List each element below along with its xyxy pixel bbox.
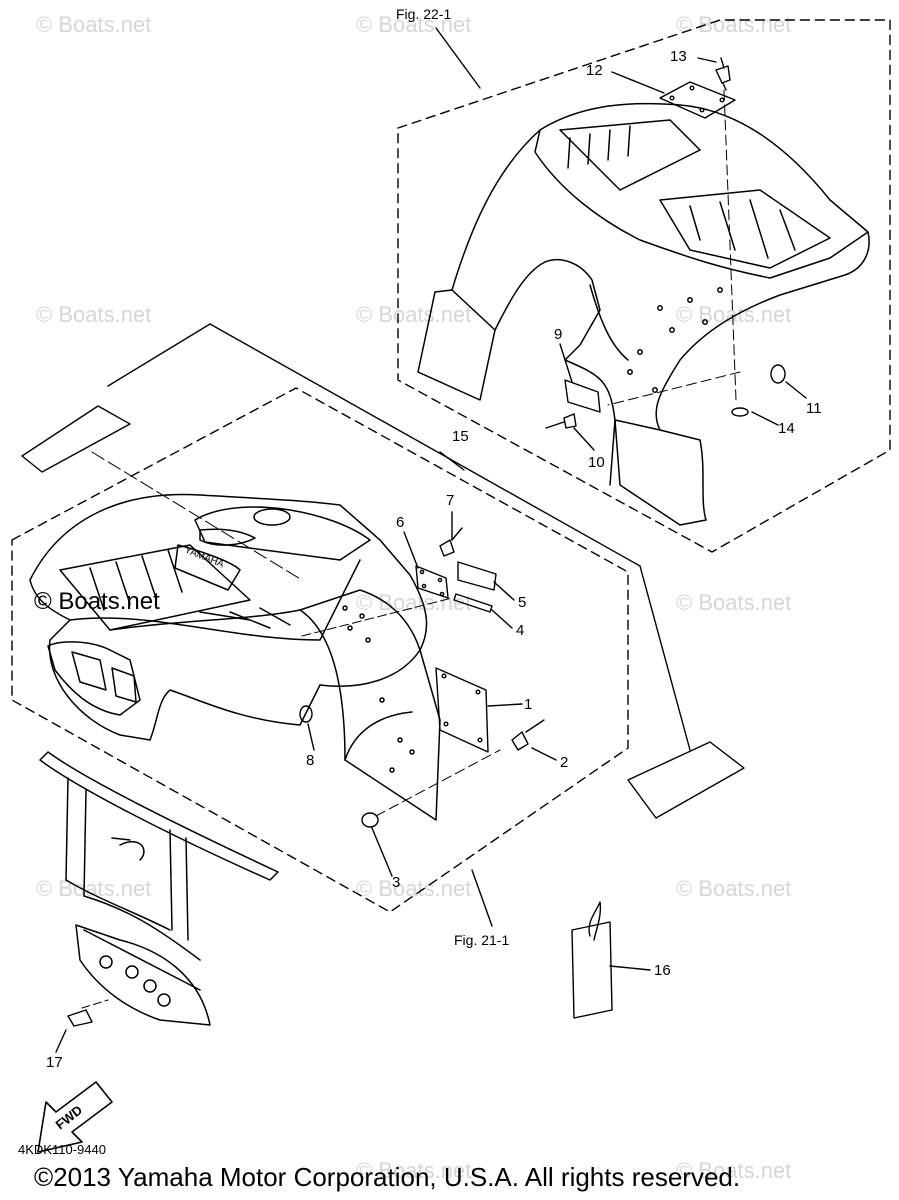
decal-5 xyxy=(457,561,497,591)
rear-plate-12 xyxy=(659,81,736,119)
decal-4x4 xyxy=(627,741,745,819)
callout-5[interactable]: 5 xyxy=(518,594,527,611)
watermark: © Boats.net xyxy=(36,12,152,37)
watermark: © Boats.net xyxy=(36,302,152,327)
callout-13[interactable]: 13 xyxy=(670,48,687,65)
callout-9[interactable]: 9 xyxy=(554,326,563,343)
fig-22-1-ref[interactable]: Fig. 22-1 xyxy=(396,6,452,22)
screw-10 xyxy=(545,413,577,429)
washer-8 xyxy=(299,705,313,723)
watermark: © Boats.net xyxy=(356,1158,472,1183)
fwd-arrow xyxy=(37,1081,113,1153)
rear-fender-boundary xyxy=(397,19,891,553)
watermark: © Boats.net xyxy=(356,590,472,615)
callout-2[interactable]: 2 xyxy=(560,754,569,771)
callout-12[interactable]: 12 xyxy=(586,62,603,79)
plate-1 xyxy=(435,667,489,753)
diagram-code: 4KDK110-9440 xyxy=(18,1142,106,1157)
fwd-label: FWD xyxy=(53,1102,86,1132)
watermark: © Boats.net xyxy=(676,12,792,37)
washer-3 xyxy=(361,812,379,828)
front-fender-boundary xyxy=(11,387,629,913)
watermark: © Boats.net xyxy=(356,12,472,37)
decal-left xyxy=(21,405,131,473)
front-fender xyxy=(29,493,441,821)
plate-4 xyxy=(453,593,493,613)
copyright-text: ©2013 Yamaha Motor Corporation, U.S.A. A… xyxy=(34,1162,741,1192)
rear-fender xyxy=(417,102,870,526)
tag-16 xyxy=(571,921,613,1019)
callout-6[interactable]: 6 xyxy=(396,514,405,531)
callout-10[interactable]: 10 xyxy=(588,454,605,471)
washer-14 xyxy=(731,407,749,417)
callout-7[interactable]: 7 xyxy=(446,492,455,509)
front-bumper xyxy=(39,751,279,1026)
watermark: © Boats.net xyxy=(676,302,792,327)
watermark: © Boats.net xyxy=(356,876,472,901)
screw-13 xyxy=(715,57,731,91)
watermark: © Boats.net xyxy=(676,1158,792,1183)
watermark-dark: © Boats.net xyxy=(34,588,160,615)
callout-1[interactable]: 1 xyxy=(524,696,533,713)
fig-21-1-ref[interactable]: Fig. 21-1 xyxy=(454,932,510,948)
yamaha-logo-text: YAMAHA xyxy=(183,545,226,571)
screw-2 xyxy=(511,719,545,751)
watermark: © Boats.net xyxy=(36,876,152,901)
callout-16[interactable]: 16 xyxy=(654,962,671,979)
callout-14[interactable]: 14 xyxy=(778,420,795,437)
callout-8[interactable]: 8 xyxy=(306,752,315,769)
plate-6 xyxy=(415,565,449,599)
rear-plate-9 xyxy=(564,379,601,413)
fig-21-1-leader xyxy=(471,869,493,927)
callout-15[interactable]: 15 xyxy=(452,428,469,445)
callout-17[interactable]: 17 xyxy=(46,1054,63,1071)
fig-22-1-leader xyxy=(435,27,481,89)
watermark: © Boats.net xyxy=(676,590,792,615)
watermark: © Boats.net xyxy=(676,876,792,901)
callout-3[interactable]: 3 xyxy=(392,874,401,891)
washer-11 xyxy=(770,364,786,384)
callout-4[interactable]: 4 xyxy=(516,622,525,639)
callout-11[interactable]: 11 xyxy=(806,400,822,417)
watermark: © Boats.net xyxy=(356,302,472,327)
decal-17 xyxy=(67,1009,93,1027)
screw-7 xyxy=(439,527,463,557)
